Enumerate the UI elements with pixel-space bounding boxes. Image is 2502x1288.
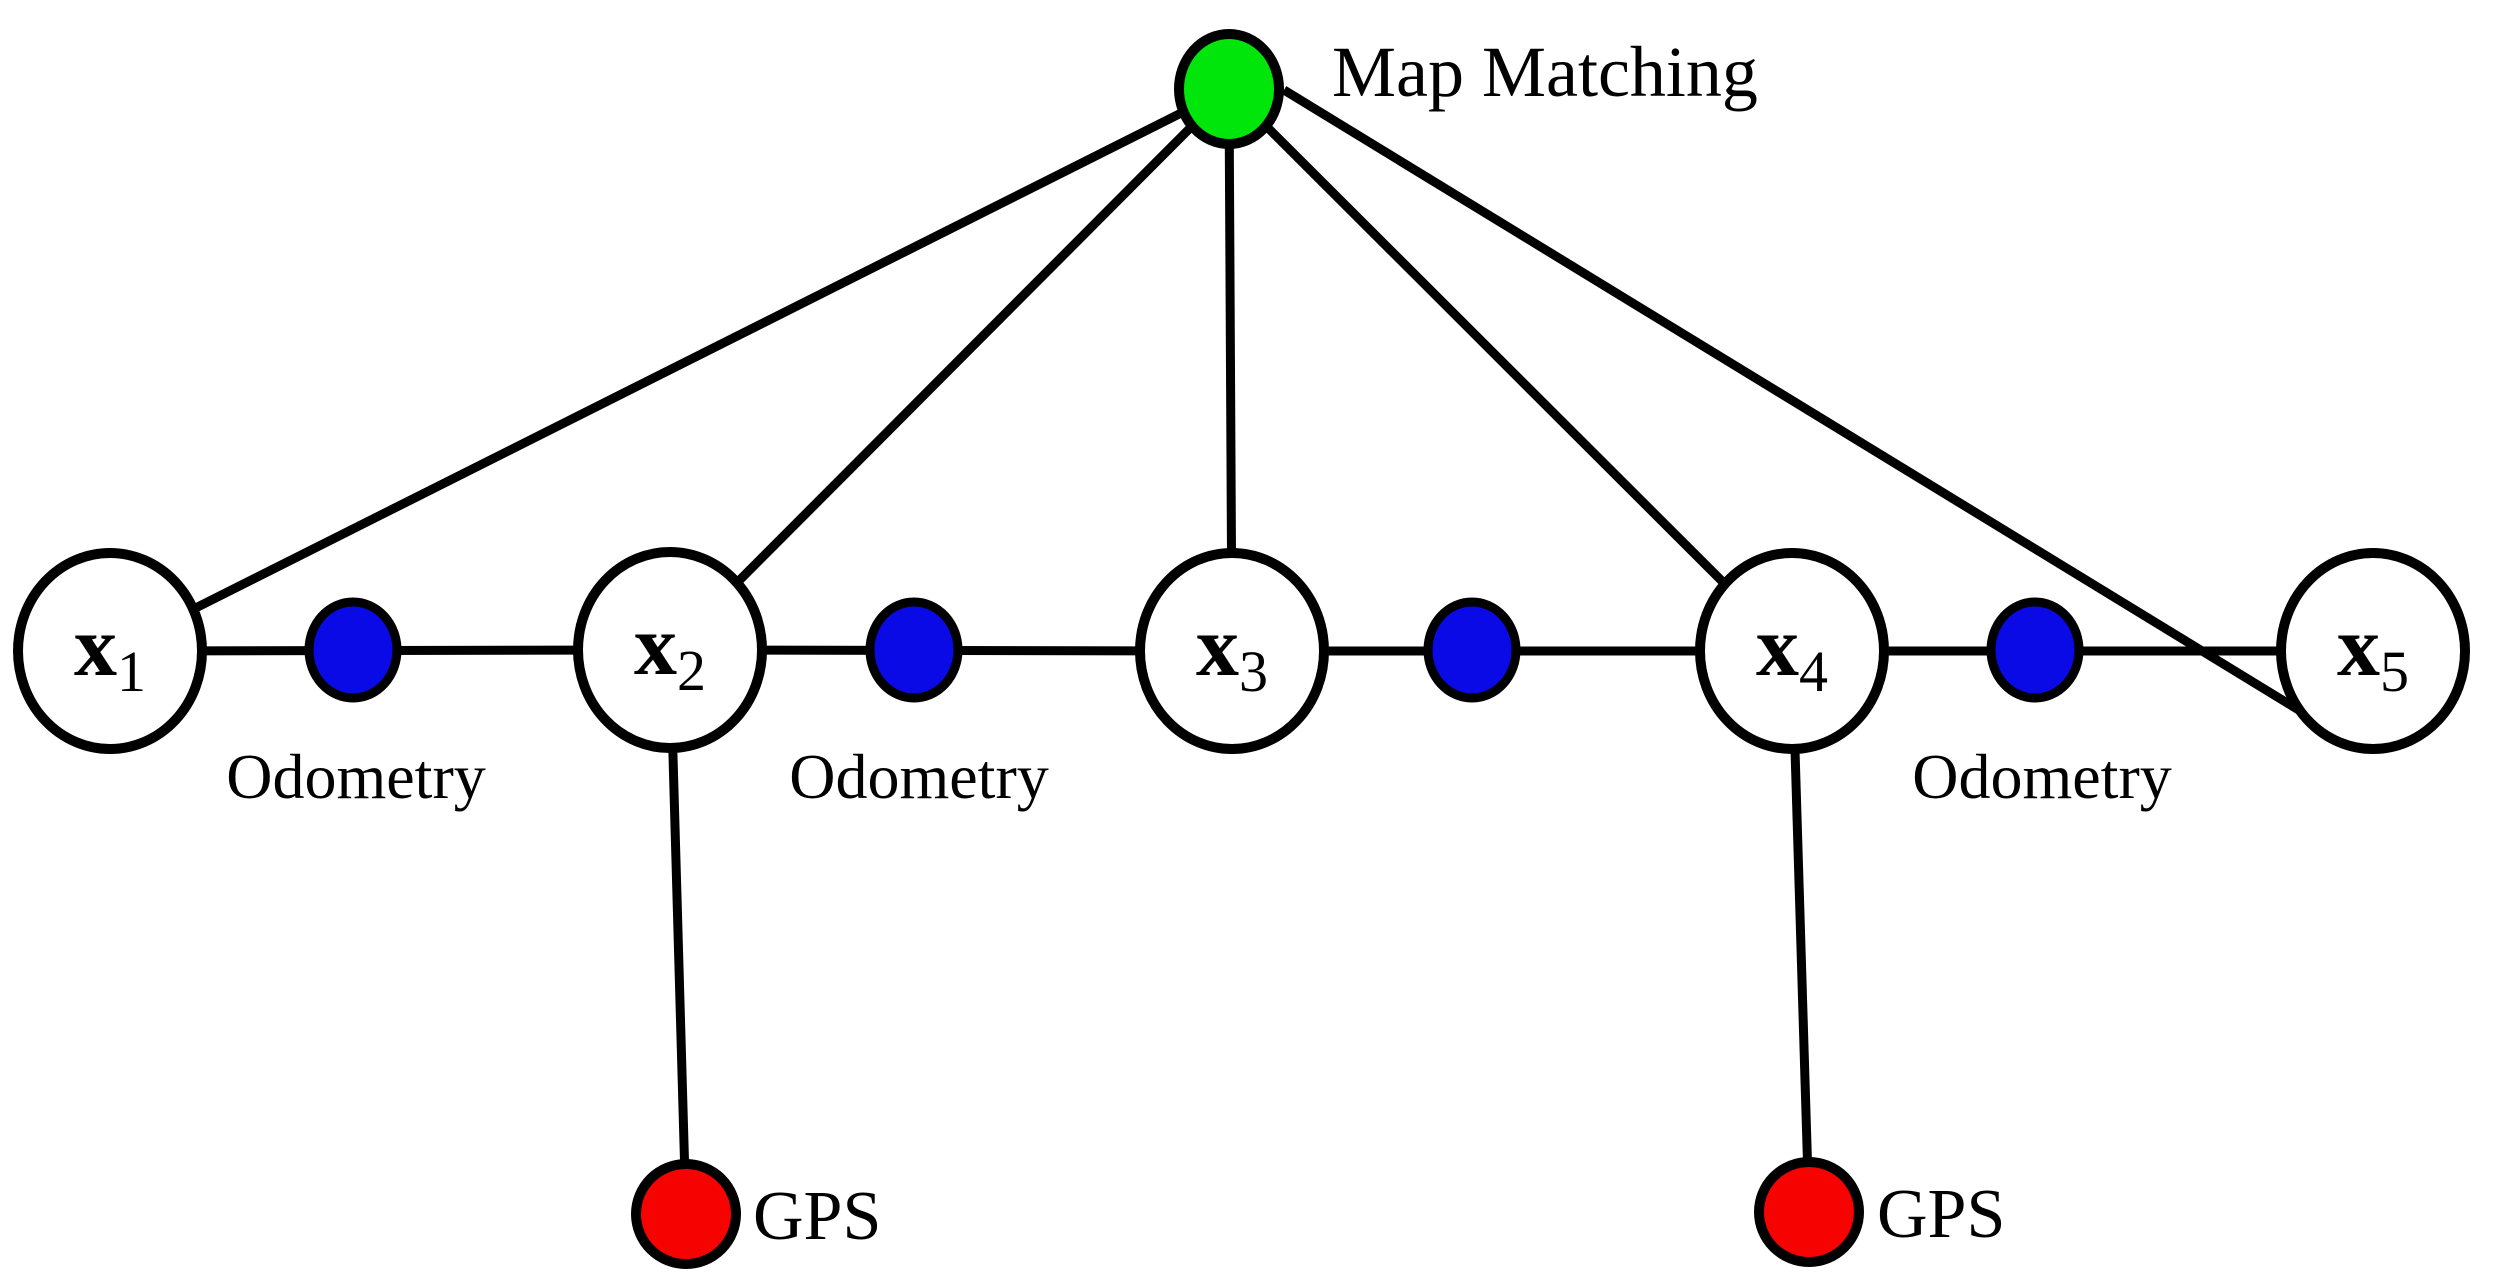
gps-label-2: GPS — [1877, 1176, 2005, 1253]
pose-node-label-x2: x2 — [634, 597, 706, 703]
odometry-factor-3 — [1423, 597, 1521, 703]
pose-node-x2 — [573, 547, 767, 753]
gps-factor-2 — [1754, 1157, 1864, 1267]
edge-map-matching-x5 — [1281, 86, 2323, 727]
gps-label-1: GPS — [753, 1178, 881, 1255]
pose-node-x5 — [2276, 548, 2470, 754]
pose-node-x4 — [1695, 548, 1889, 754]
pose-node-label-x4: x4 — [1756, 598, 1828, 704]
gps-factor-1 — [631, 1159, 741, 1269]
edge-map-matching-x1 — [107, 84, 1232, 656]
edge-map-matching-x2 — [666, 85, 1233, 654]
pose-node-x3 — [1135, 548, 1329, 754]
odometry-label-2: Odometry — [789, 741, 1049, 812]
odometry-factor-2 — [865, 597, 963, 703]
odometry-factor-4 — [1986, 597, 2084, 703]
pose-node-x1 — [13, 548, 207, 754]
odometry-factor-1 — [304, 597, 402, 703]
odometry-label-1: Odometry — [226, 741, 486, 812]
map-matching-label: Map Matching — [1332, 32, 1758, 112]
edge-map-matching-x4 — [1225, 85, 1796, 655]
pose-node-label-x5: x5 — [2337, 598, 2409, 704]
odometry-label-4: Odometry — [1912, 741, 2172, 812]
pose-node-label-x1: x1 — [74, 598, 146, 704]
pose-node-label-x3: x3 — [1196, 598, 1268, 704]
map-matching-factor — [1174, 29, 1284, 149]
